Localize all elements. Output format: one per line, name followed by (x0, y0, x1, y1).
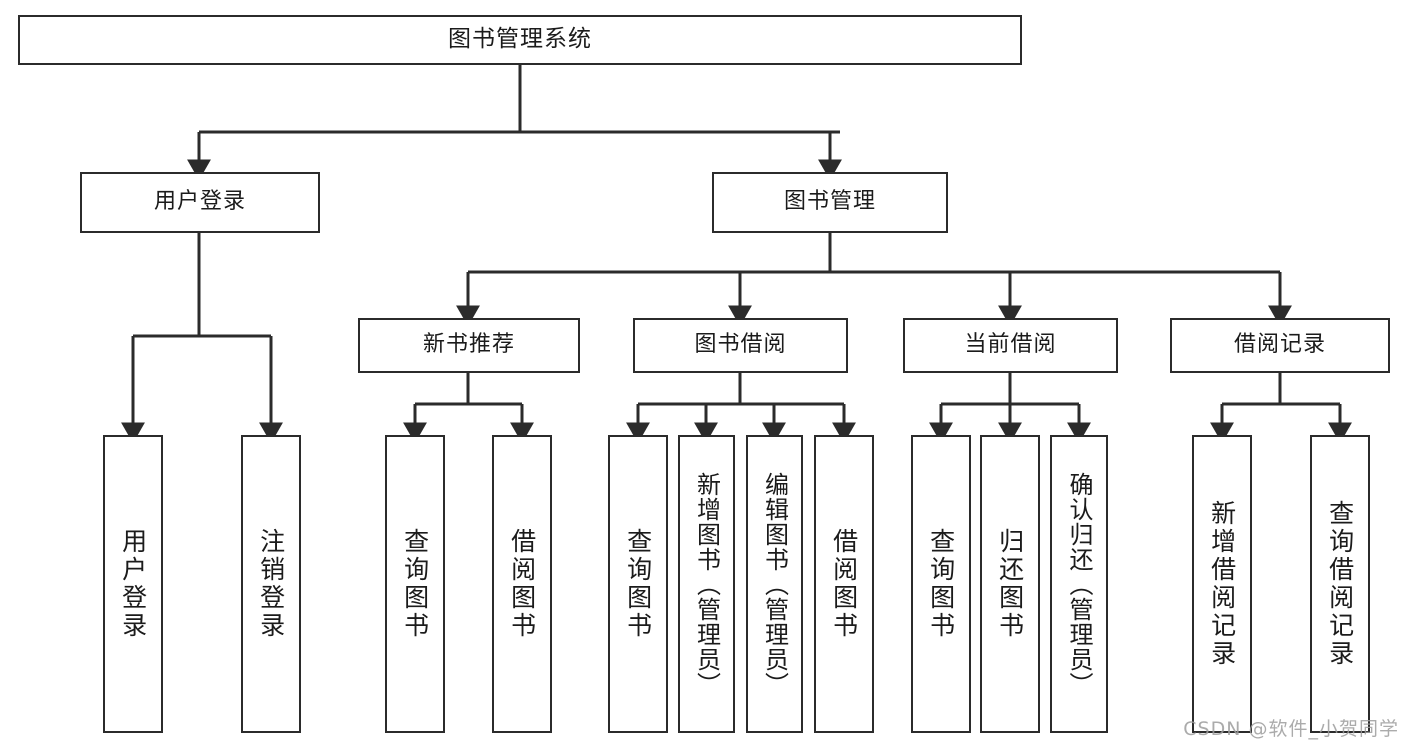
node-root-system[interactable]: 图书管理系统 (18, 15, 1022, 65)
node-new-book-recommend-label: 新书推荐 (422, 332, 515, 358)
node-borrow-record-label: 借阅记录 (1233, 332, 1326, 358)
leaf-current-borrow-confirm-return[interactable]: 确认归还（管理员） (1050, 435, 1108, 733)
leaf-label: 新增借阅记录 (1207, 500, 1237, 668)
leaf-label: 确认归还（管理员） (1065, 471, 1093, 697)
node-user-login-label: 用户登录 (153, 189, 246, 215)
csdn-watermark: CSDN @软件_小贺同学 (1183, 718, 1399, 740)
node-new-book-recommend[interactable]: 新书推荐 (358, 318, 580, 373)
leaf-label: 新增图书（管理员） (692, 471, 721, 697)
leaf-current-borrow-return[interactable]: 归还图书 (980, 435, 1040, 733)
leaf-label: 查询借阅记录 (1325, 500, 1355, 668)
node-root-label: 图书管理系统 (448, 26, 592, 53)
node-book-borrow[interactable]: 图书借阅 (633, 318, 848, 373)
leaf-book-borrow-query[interactable]: 查询图书 (608, 435, 668, 733)
leaf-label: 归还图书 (995, 528, 1025, 640)
leaf-new-book-borrow[interactable]: 借阅图书 (492, 435, 552, 733)
node-book-management[interactable]: 图书管理 (712, 172, 948, 233)
leaf-book-borrow-edit[interactable]: 编辑图书（管理员） (746, 435, 803, 733)
leaf-label: 查询图书 (623, 528, 653, 640)
leaf-label: 查询图书 (400, 528, 430, 640)
node-book-management-label: 图书管理 (783, 189, 876, 215)
leaf-user-login-login[interactable]: 用户登录 (103, 435, 163, 733)
leaf-label: 编辑图书（管理员） (760, 471, 789, 697)
leaf-book-borrow-add[interactable]: 新增图书（管理员） (678, 435, 735, 733)
leaf-new-book-query[interactable]: 查询图书 (385, 435, 445, 733)
leaf-label: 查询图书 (926, 528, 956, 640)
leaf-user-login-logout[interactable]: 注销登录 (241, 435, 301, 733)
node-current-borrow-label: 当前借阅 (964, 332, 1057, 358)
leaf-borrow-record-query[interactable]: 查询借阅记录 (1310, 435, 1370, 733)
leaf-book-borrow-borrow[interactable]: 借阅图书 (814, 435, 874, 733)
leaf-label: 注销登录 (256, 528, 286, 640)
node-book-borrow-label: 图书借阅 (694, 332, 787, 358)
node-current-borrow[interactable]: 当前借阅 (903, 318, 1118, 373)
leaf-current-borrow-query[interactable]: 查询图书 (911, 435, 971, 733)
node-user-login[interactable]: 用户登录 (80, 172, 320, 233)
leaf-label: 借阅图书 (507, 528, 537, 640)
leaf-label: 用户登录 (118, 528, 148, 640)
leaf-borrow-record-add[interactable]: 新增借阅记录 (1192, 435, 1252, 733)
node-borrow-record[interactable]: 借阅记录 (1170, 318, 1390, 373)
leaf-label: 借阅图书 (829, 528, 859, 640)
